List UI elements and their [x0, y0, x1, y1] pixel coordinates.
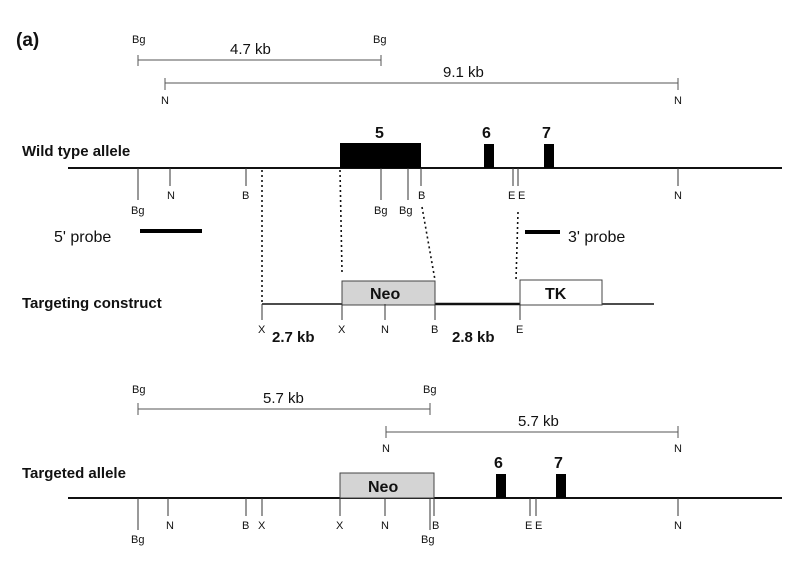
site-label: E: [535, 520, 542, 532]
fragment-label: 2.8 kb: [452, 329, 495, 346]
neo-label: Neo: [368, 479, 398, 496]
neo-label: Neo: [370, 286, 400, 303]
wt-distance-9-1kb: N N 9.1 kb: [161, 64, 682, 107]
site-label: N: [381, 324, 389, 336]
site-label: Bg: [132, 384, 145, 396]
site-label: E: [525, 520, 532, 532]
exon-7-targeted: [556, 474, 566, 498]
site-label: B: [431, 324, 438, 336]
exon-label: 5: [375, 125, 384, 142]
site-label: Bg: [399, 205, 412, 217]
site-label: N: [674, 95, 682, 107]
targeted-distance-n: N N 5.7 kb: [382, 413, 682, 455]
site-label: Bg: [132, 34, 145, 46]
site-label: Bg: [374, 205, 387, 217]
distance-label: 5.7 kb: [263, 390, 304, 407]
targeted-distance-bg: Bg Bg 5.7 kb: [132, 384, 436, 415]
exon-label: 6: [494, 455, 503, 472]
tk-cassette: [519, 279, 603, 306]
site-label: Bg: [131, 534, 144, 546]
homology-connectors: [261, 169, 519, 303]
three-prime-probe-label: 3' probe: [568, 229, 625, 246]
site-label: B: [242, 520, 249, 532]
site-label: Bg: [131, 205, 144, 217]
site-label: E: [518, 190, 525, 202]
targeted-allele-label: Targeted allele: [22, 465, 126, 482]
wild-type-allele-label: Wild type allele: [22, 143, 130, 160]
neo-cassette-targeted: [339, 472, 435, 499]
site-label: N: [674, 190, 682, 202]
wt-site-ticks: [137, 168, 679, 200]
neo-cassette: [341, 280, 436, 306]
site-label: B: [242, 190, 249, 202]
exon-label: 6: [482, 125, 491, 142]
exon-6: [484, 144, 494, 168]
construct-site-ticks: [261, 304, 521, 320]
exon-5: [340, 143, 421, 168]
site-label: N: [674, 443, 682, 455]
site-label: N: [381, 520, 389, 532]
site-label: E: [516, 324, 523, 336]
distance-label: 4.7 kb: [230, 41, 271, 58]
site-label: Bg: [373, 34, 386, 46]
site-label: N: [166, 520, 174, 532]
exon-6-targeted: [496, 474, 506, 498]
site-label: N: [674, 520, 682, 532]
exon-label: 7: [554, 455, 563, 472]
site-label: N: [167, 190, 175, 202]
exon-7: [544, 144, 554, 168]
five-prime-probe-label: 5' probe: [54, 229, 111, 246]
site-label: X: [258, 520, 266, 532]
site-label: X: [338, 324, 346, 336]
wt-distance-4-7kb: Bg Bg 4.7 kb: [132, 34, 386, 66]
site-label: Bg: [421, 534, 434, 546]
tk-label: TK: [545, 286, 567, 303]
targeting-construct-label: Targeting construct: [22, 295, 162, 312]
site-label: B: [432, 520, 439, 532]
distance-label: 5.7 kb: [518, 413, 559, 430]
site-label: E: [508, 190, 515, 202]
panel-label: (a): [16, 30, 39, 51]
site-label: Bg: [423, 384, 436, 396]
site-label: X: [258, 324, 266, 336]
site-label: N: [161, 95, 169, 107]
site-label: X: [336, 520, 344, 532]
site-label: B: [418, 190, 425, 202]
site-label: N: [382, 443, 390, 455]
fragment-label: 2.7 kb: [272, 329, 315, 346]
exon-label: 7: [542, 125, 551, 142]
targeted-site-ticks: [137, 498, 679, 530]
distance-label: 9.1 kb: [443, 64, 484, 81]
